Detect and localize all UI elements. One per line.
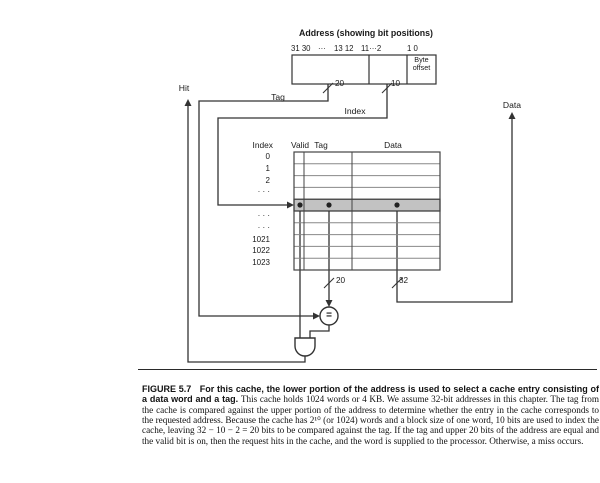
index-bus-width-label: 10 (391, 79, 401, 88)
cache-data-bus-width-label: 32 (399, 276, 409, 285)
row-label-2: 2 (265, 175, 270, 185)
cache-tag-bus-width-label: 20 (336, 276, 346, 285)
row-label-ellipsis-upper: · · · (257, 187, 270, 197)
figure-caption: FIGURE 5.7 For this cache, the lower por… (142, 384, 599, 446)
comparator-output-wire (309, 325, 330, 338)
row-label-0: 0 (265, 152, 270, 161)
figure-caption-lead: FIGURE 5.7 For this cache, the lower por… (142, 384, 599, 405)
bus-width-tick-tag-top (322, 82, 334, 94)
comparator-equals-symbol: = (326, 310, 332, 321)
address-title: Address (showing bit positions) (299, 28, 433, 38)
bit-label-31-30: 31 30 (291, 44, 311, 53)
row-label-1: 1 (265, 163, 270, 173)
index-wire-arrowhead (287, 201, 294, 209)
data-wire-arrowhead (508, 112, 516, 119)
bit-label-1-0: 1 0 (407, 44, 418, 53)
tag-bus-width-label: 20 (335, 79, 345, 88)
data-signal-label: Data (502, 100, 522, 110)
hit-signal-label: Hit (178, 83, 190, 93)
bus-width-tick-data-bottom (391, 277, 403, 289)
address-box (291, 54, 437, 85)
row-label-1021: 1021 (252, 234, 270, 244)
row-label-1022: 1022 (252, 246, 270, 256)
bit-label-ellipsis: ··· (318, 44, 326, 53)
row-label-1023: 1023 (252, 258, 270, 268)
hit-wire-arrowhead (184, 99, 192, 106)
bus-width-tick-tag-bottom (323, 277, 335, 289)
selected-row-highlight (293, 198, 441, 212)
index-signal-label: Index (344, 106, 366, 116)
valid-bit-tap-dot (297, 202, 303, 208)
table-header-tag: Tag (314, 140, 328, 150)
tag-signal-label: Tag (271, 92, 285, 102)
cache-tag-arrowhead (325, 300, 333, 307)
data-wire (396, 115, 513, 303)
data-tap-dot (394, 202, 400, 208)
tag-tap-dot (326, 202, 332, 208)
row-label-ellipsis-mid2: · · · (257, 222, 270, 232)
row-label-selected (220, 198, 270, 210)
comparator-circle (319, 306, 339, 326)
table-header-index: Index (252, 140, 274, 150)
cache-table-grid (293, 151, 441, 271)
tag-wire-arrowhead (313, 312, 320, 320)
row-label-ellipsis-mid1: · · · (257, 211, 270, 220)
tag-wire (198, 84, 329, 317)
figure-caption-body: This cache holds 1024 words or 4 KB. We … (142, 394, 599, 446)
hit-wire (187, 102, 306, 363)
byte-offset-label: Byte offset (412, 55, 431, 73)
caption-separator-rule (138, 369, 597, 370)
bit-label-13-12: 13 12 (334, 44, 354, 53)
index-wire (217, 84, 388, 206)
bit-label-11-2: 11···2 (361, 44, 382, 53)
bus-width-tick-index-top (381, 82, 393, 94)
table-header-data: Data (384, 140, 402, 150)
and-gate (294, 337, 316, 357)
table-header-valid: Valid (290, 140, 309, 150)
